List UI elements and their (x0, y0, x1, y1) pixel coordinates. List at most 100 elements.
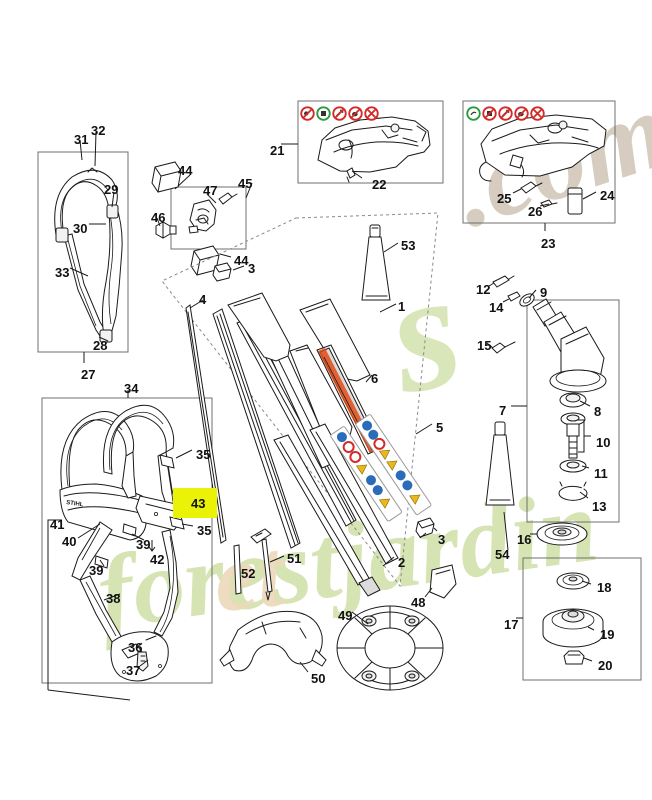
callout-number-10: 10 (596, 435, 611, 450)
callout-number-28: 28 (93, 338, 108, 353)
lead-39b (131, 533, 145, 541)
lead-48 (424, 587, 433, 598)
part-49-guard-ring (336, 605, 444, 691)
svg-text:STIHL: STIHL (66, 500, 84, 508)
part-52-file (233, 544, 242, 595)
group-box-23 (462, 100, 616, 224)
lead-44-lower (219, 253, 232, 258)
lead-29 (111, 191, 115, 208)
callout-number-19: 19 (600, 627, 615, 642)
lead-45 (245, 182, 253, 199)
lead-40 (77, 523, 101, 539)
lead-53 (383, 242, 399, 253)
callout-number-5: 5 (436, 420, 444, 435)
lead-46 (156, 217, 161, 227)
callout-number-27: 27 (81, 367, 96, 382)
callout-number-32: 32 (91, 123, 106, 138)
callout-number-20: 20 (598, 658, 613, 673)
callout-number-25: 25 (497, 191, 512, 206)
highlight-number-43: 43 (191, 496, 206, 511)
part-22-deflector (317, 116, 431, 183)
callout-number-1: 1 (398, 299, 406, 314)
callout-number-48: 48 (411, 595, 426, 610)
lead-54 (503, 511, 509, 551)
lead-38 (103, 593, 121, 601)
highlight-box-43[interactable] (173, 488, 217, 518)
lead-50 (299, 661, 309, 673)
group-box-21 (297, 100, 444, 184)
callout-number-49: 49 (338, 608, 353, 623)
callout-number-37: 37 (126, 663, 141, 678)
lead-37 (139, 659, 149, 667)
lead-22 (351, 170, 363, 179)
callout-number-13: 13 (592, 499, 607, 514)
lead-39a (99, 559, 105, 567)
callout-number-52: 52 (241, 566, 256, 581)
lead-51 (269, 555, 285, 563)
callout-number-51: 51 (287, 551, 302, 566)
callout-number-45: 45 (238, 176, 253, 191)
lead-28 (98, 336, 109, 342)
callout-number-46: 46 (151, 210, 166, 225)
lead-36 (135, 642, 143, 649)
callout-number-53: 53 (401, 238, 416, 253)
lead-47 (206, 193, 217, 204)
callout-number-41: 41 (50, 517, 65, 532)
no-grass-blade-icon (514, 106, 529, 121)
lead-24 (582, 191, 597, 200)
callout-number-3: 3 (438, 532, 446, 547)
callout-number-50: 50 (311, 671, 326, 686)
lead-25 (512, 188, 522, 194)
no-saw-blade-icon (498, 106, 513, 121)
callout-number-15: 15 (477, 338, 492, 353)
no-cutting-icon (530, 106, 545, 121)
group-box-34 (41, 397, 213, 684)
callout-number-44: 44 (178, 163, 193, 178)
no-cutting-icon (364, 106, 379, 121)
callout-number-21: 21 (270, 143, 285, 158)
lead-32 (94, 131, 97, 167)
callout-number-30: 30 (73, 221, 88, 236)
callout-number-3: 3 (248, 261, 256, 276)
lead-35-lower (181, 523, 194, 527)
no-entry-icon (482, 106, 497, 121)
part-34-harness: STIHL (47, 404, 185, 701)
callout-number-18: 18 (597, 580, 612, 595)
callout-number-29: 29 (104, 182, 119, 197)
callout-number-35: 35 (197, 523, 212, 538)
callout-number-14: 14 (489, 300, 504, 315)
callout-number-24: 24 (600, 188, 615, 203)
group-box-17 (522, 557, 642, 681)
part-23-deflector (479, 114, 607, 215)
decal-strips (330, 414, 432, 522)
callout-number-47: 47 (203, 183, 218, 198)
part-51-wrench (250, 528, 273, 601)
part-16-blade-disc (536, 522, 588, 546)
permitted-icon (466, 106, 481, 121)
callout-number-36: 36 (128, 640, 143, 655)
callout-number-38: 38 (106, 591, 121, 606)
part-53-grease-tube (361, 224, 391, 301)
group-box-7 (526, 299, 620, 523)
callout-number-12: 12 (476, 282, 491, 297)
lead-33 (69, 267, 89, 277)
callout-number-6: 6 (371, 371, 379, 386)
callout-number-9: 9 (540, 285, 548, 300)
badge-row-right (466, 106, 545, 121)
callout-number-39: 39 (136, 537, 151, 552)
lead-31 (79, 139, 83, 161)
group-box-27 (37, 151, 129, 353)
lead-35-upper (175, 449, 193, 459)
lead-26 (539, 203, 550, 207)
callout-number-23: 23 (541, 236, 556, 251)
callout-number-22: 22 (372, 177, 387, 192)
callout-number-31: 31 (74, 132, 89, 147)
callout-number-8: 8 (594, 404, 602, 419)
callout-number-33: 33 (55, 265, 70, 280)
part-50-safety-glasses (219, 610, 327, 672)
callout-number-39: 39 (89, 563, 104, 578)
no-entry-icon (300, 106, 315, 121)
callout-number-44: 44 (234, 253, 249, 268)
